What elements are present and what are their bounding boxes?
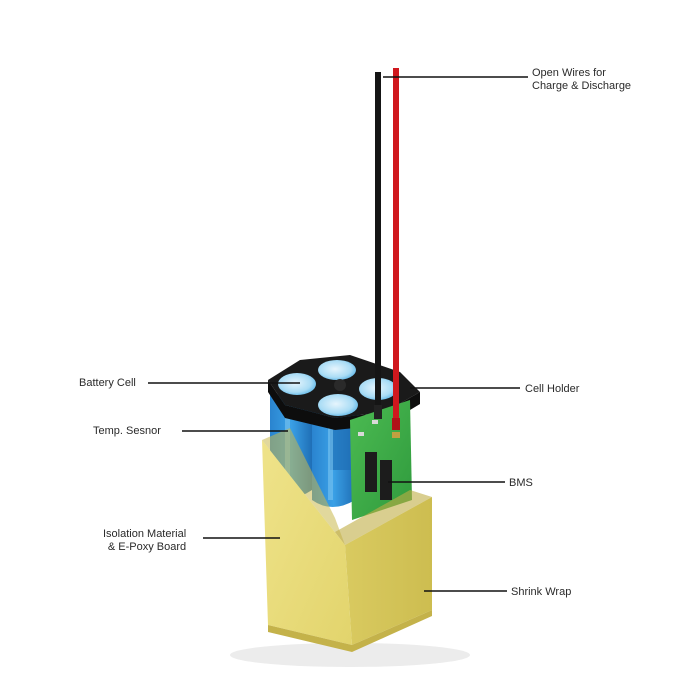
label-battery-cell: Battery Cell [79,377,136,389]
label-shrink-wrap: Shrink Wrap [511,586,572,598]
charge-discharge-wires [374,68,400,430]
label-cell-holder: Cell Holder [525,383,580,395]
label-open-wires-line1: Open Wires for [532,67,606,79]
black-wire [375,72,381,410]
label-temp-sensor: Temp. Sesnor [93,425,161,437]
label-isolation-material: Isolation Material & E-Poxy Board [103,528,186,554]
label-bms: BMS [509,477,533,489]
ground-shadow [230,643,470,667]
cell-holder [268,355,420,430]
label-open-wires-line2: Charge & Discharge [532,80,632,92]
label-isolation-line1: Isolation Material [103,528,187,540]
leader-lines [148,76,528,592]
red-wire [393,68,399,423]
shrink-wrap [262,428,432,652]
label-isolation-line2: & E-Poxy Board [107,541,187,553]
label-open-wires: Open Wires for Charge & Discharge [532,67,631,93]
